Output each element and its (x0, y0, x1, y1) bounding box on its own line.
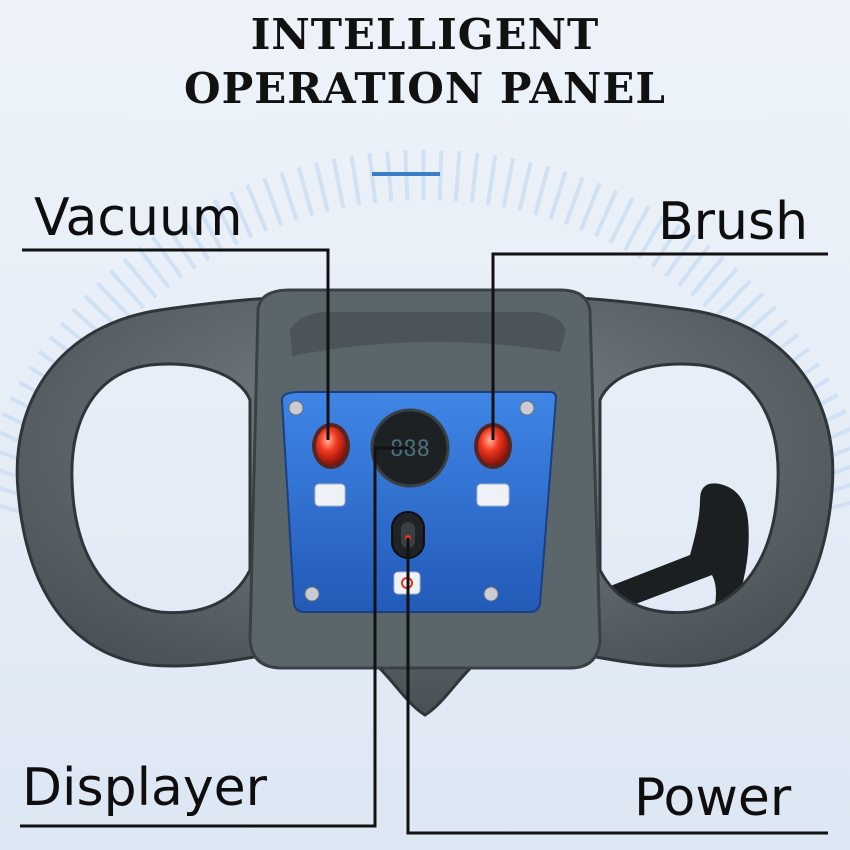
arc-tick (594, 189, 618, 238)
vacuum-label: Vacuum (34, 188, 243, 248)
arc-tick (229, 191, 254, 239)
arc-tick (469, 152, 480, 203)
arc-tick (548, 170, 568, 220)
arc-tick (349, 155, 362, 206)
arc-tick (196, 207, 225, 253)
displayer-callout-line (20, 446, 410, 828)
brush-callout-line (491, 252, 828, 440)
arc-tick (677, 244, 711, 287)
arc-tick (437, 150, 444, 201)
housing-top-recess (290, 312, 566, 356)
arc-tick (296, 166, 314, 217)
arc-tick (181, 216, 211, 262)
arc-tick (608, 197, 635, 245)
vacuum-button[interactable] (312, 423, 350, 469)
arc-tick (533, 165, 551, 216)
arc-tick (485, 154, 498, 206)
brush-button[interactable] (474, 423, 512, 469)
arc-tick (0, 486, 25, 498)
arc-tick (517, 161, 533, 212)
arc-tick (564, 176, 585, 226)
arc-tick (385, 151, 394, 202)
callout-lines (20, 248, 828, 835)
vacuum-callout-line (22, 248, 330, 440)
title-line-1: INTELLIGENT (250, 10, 600, 59)
power-label: Power (634, 768, 792, 828)
arc-tick (262, 177, 284, 227)
arc-tick (212, 198, 239, 246)
arc-tick (690, 255, 725, 297)
arc-tick (95, 281, 134, 321)
brush-label: Brush (658, 192, 809, 252)
power-callout-line (406, 538, 828, 835)
arc-tick (650, 223, 682, 269)
arc-tick (122, 257, 158, 299)
arc-tick (637, 214, 666, 260)
arc-tick (367, 153, 378, 204)
power-switch[interactable] (391, 511, 425, 559)
arc-tick (151, 235, 184, 279)
arc-tick (829, 500, 850, 511)
lever-handle (600, 483, 749, 624)
arc-tick (109, 269, 146, 310)
arc-tick (0, 504, 20, 514)
title-line-2: OPERATION PANEL (184, 64, 666, 113)
displayer-label: Displayer (22, 758, 268, 818)
arc-tick (453, 151, 462, 202)
arc-tick (165, 225, 197, 270)
arc-tick (136, 246, 171, 289)
arc-tick (714, 279, 752, 319)
brush-icon (476, 483, 510, 507)
arc-tick (279, 171, 299, 221)
arc-tick (702, 267, 739, 308)
arc-tick (331, 158, 346, 209)
arc-tick (245, 184, 269, 232)
panel-screws (288, 400, 535, 602)
arc-tick (623, 205, 651, 252)
arc-tick (579, 182, 602, 231)
vacuum-icon (314, 483, 346, 507)
arc-tick (501, 157, 516, 208)
title-accent-line (372, 172, 440, 176)
arc-tick (314, 162, 330, 212)
